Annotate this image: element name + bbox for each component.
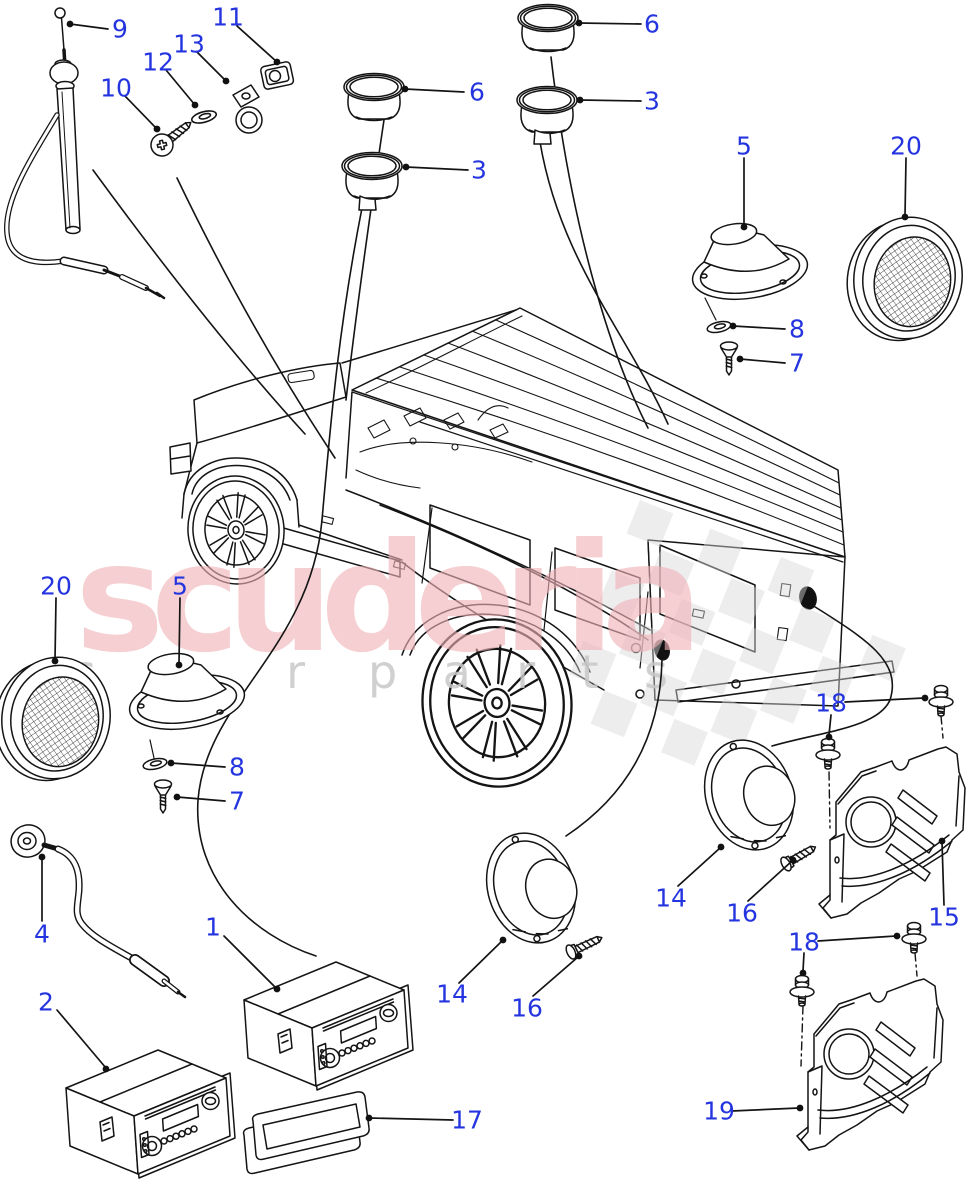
blanking-plug-top — [517, 3, 579, 53]
callout-14-right: 14 — [655, 883, 687, 913]
callout-20-left: 20 — [40, 571, 72, 601]
callout-7-left: 7 — [229, 786, 245, 816]
callout-6-top: 6 — [644, 9, 660, 39]
callout-3-left: 3 — [471, 155, 487, 185]
callout-18-upper: 18 — [815, 688, 847, 718]
callout-leader-lines — [38, 19, 946, 1122]
radio-head-unit-lower — [65, 1049, 236, 1179]
blanking-plug-tab-right — [517, 87, 577, 145]
self-tapping-screw — [145, 113, 199, 162]
callout-17: 17 — [451, 1105, 483, 1135]
captive-nut-clip — [260, 61, 295, 90]
push-clip-2 — [815, 737, 841, 770]
callout-19: 19 — [703, 1096, 735, 1126]
radio-trim-surround — [242, 1091, 370, 1175]
callout-6-left: 6 — [469, 77, 485, 107]
callout-16-left: 16 — [511, 993, 543, 1023]
callout-20-right: 20 — [890, 131, 922, 161]
blanking-plug-left — [343, 72, 405, 122]
round-speaker-right — [837, 207, 968, 350]
callout-13: 13 — [173, 29, 205, 59]
callout-14-left: 14 — [436, 979, 468, 1009]
countersunk-screw-left — [153, 779, 173, 814]
washer-left — [141, 755, 169, 773]
callout-3-right: 3 — [644, 86, 660, 116]
callout-8-right: 8 — [789, 314, 805, 344]
callout-10: 10 — [100, 73, 132, 103]
callout-5-right: 5 — [736, 131, 752, 161]
callout-18-lower: 18 — [788, 927, 820, 957]
callout-12: 12 — [142, 47, 174, 77]
antenna-cable-clip — [232, 84, 263, 134]
leader-dots — [38, 19, 946, 1122]
routing-leader-curves — [92, 56, 894, 957]
callout-11: 11 — [212, 2, 244, 32]
callout-5-left: 5 — [172, 571, 188, 601]
callout-16-right: 16 — [726, 898, 758, 928]
speaker-housing-lower — [796, 978, 944, 1151]
push-clip-4 — [789, 974, 815, 1007]
push-clip-1 — [928, 684, 954, 717]
blanking-plug-tab-left — [342, 153, 402, 211]
callout-7-right: 7 — [789, 348, 805, 378]
callout-2: 2 — [38, 987, 54, 1017]
antenna-extension-cable — [10, 824, 187, 999]
grommet-washer — [189, 107, 219, 127]
antenna-assembly — [4, 7, 166, 300]
dash-speaker-right — [687, 219, 813, 308]
washer-right — [705, 318, 733, 336]
callout-9: 9 — [112, 14, 128, 44]
callout-1: 1 — [205, 912, 221, 942]
rear-speaker-right — [690, 727, 809, 863]
callout-4: 4 — [34, 919, 50, 949]
rear-speaker-left — [472, 820, 591, 956]
callout-8-left: 8 — [229, 752, 245, 782]
callout-15: 15 — [928, 902, 960, 932]
countersunk-screw-right — [719, 341, 739, 376]
push-clip-3 — [901, 921, 927, 954]
speaker-screw-left — [563, 930, 606, 962]
